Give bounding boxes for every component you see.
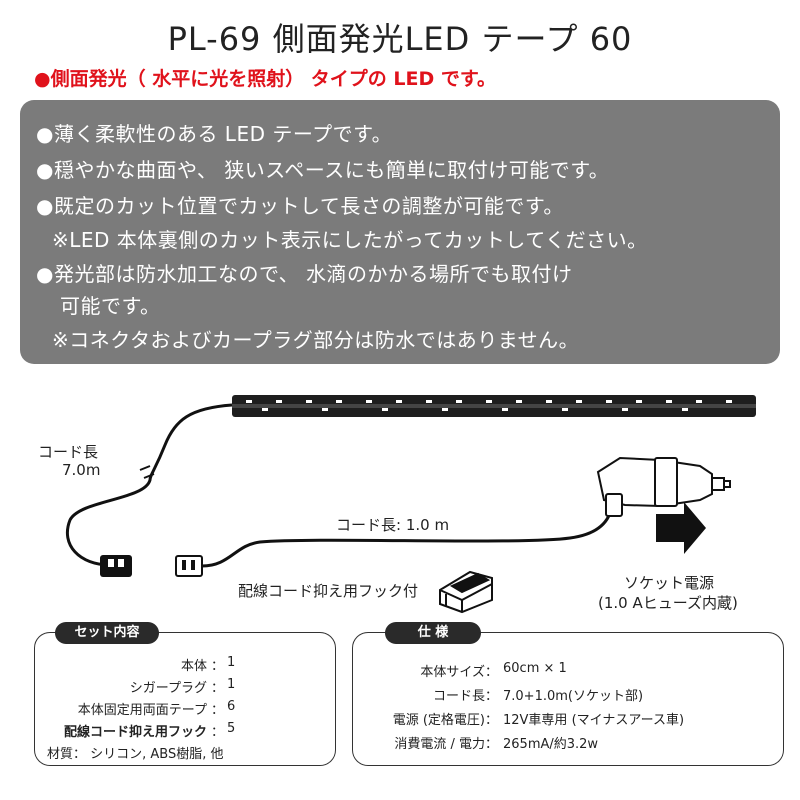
page-title: PL-69 側面発光LED テープ 60 [167,20,633,58]
spec-row-label: コード長 [432,689,485,704]
spec-row-label: 本体サイズ [420,665,485,680]
spec-row-label: 電源 (定格電圧) [392,713,485,728]
set-row-value: 1 [227,655,236,670]
cord-hook-illustration [439,570,493,614]
arrow-icon [656,502,706,554]
cigarette-plug-illustration [596,456,731,517]
set-row-value: 1 [227,677,236,692]
set-contents-panel: セット内容 本体 ： 1 シガープラグ ： 1 本体固定用両面テープ ： 6 配… [34,622,336,766]
cord-short-label: コード長: 1.0 m [336,516,450,534]
product-diagram [65,395,756,614]
spec-row-value: 60cm × 1 [503,661,567,676]
cord-connector-right [175,555,203,577]
spec-row-value: 265mA/約3.2w [503,737,599,752]
spec-row-label: 消費電流 / 電力 [394,737,485,752]
material-row: 材質： シリコン, ABS樹脂, 他 [47,747,224,762]
set-row-value: 6 [227,699,236,714]
short-cord [201,504,614,568]
set-row-label: 本体固定用両面テープ [77,703,207,718]
feature-line: 可能です。 [60,294,161,318]
socket-fuse-label: (1.0 Aヒューズ内蔵) [598,594,738,612]
feature-line: ●穏やかな曲面や、 狭いスペースにも簡単に取付け可能です。 [36,158,610,182]
long-cord [65,403,233,567]
feature-line: ●既定のカット位置でカットして長さの調整が可能です。 [36,194,564,218]
cord-connector-left [100,555,132,577]
feature-line: ●発光部は防水加工なので、 水滴のかかる場所でも取付け [36,262,573,286]
set-row-label: シガープラグ [129,681,207,696]
led-strip-illustration [232,395,756,417]
feature-line: ●薄く柔軟性のある LED テープです。 [36,122,393,146]
cord-long-label: コード長 [38,443,99,461]
feature-line: ※LED 本体裏側のカット表示にしたがってカットしてください。 [52,228,648,252]
spec-row-value: 7.0+1.0m(ソケット部) [503,689,644,704]
cord-long-value: 7.0m [62,461,101,479]
features-box [20,100,780,364]
set-row-label: 配線コード抑え用フック [63,725,207,740]
spec-row-value: 12V車専用 (マイナスアース車) [503,713,685,728]
set-contents-heading: セット内容 [55,622,159,644]
spec-panel: 仕 様 本体サイズ ： 60cm × 1 コード長 ： 7.0+1.0m(ソケッ… [352,622,784,766]
spec-heading: 仕 様 [385,622,481,644]
side-emission-note: ●側面発光（ 水平に光を照射） タイプの LED です。 [34,68,496,90]
set-row-label: 本体 [180,659,207,674]
feature-line: ※コネクタおよびカープラグ部分は防水ではありません。 [52,328,580,352]
socket-label: ソケット電源 [624,574,715,592]
set-row-value: 5 [227,721,236,736]
hook-label: 配線コード抑え用フック付 [238,582,419,600]
